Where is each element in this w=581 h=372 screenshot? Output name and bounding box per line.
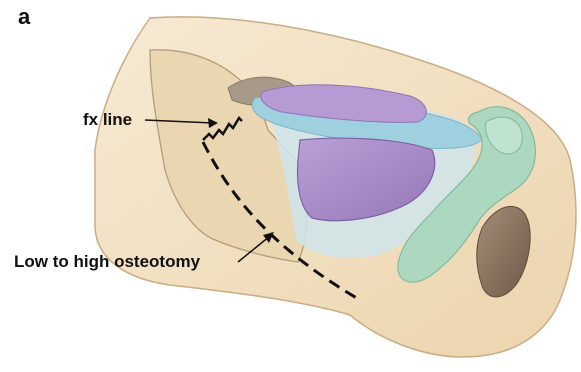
osteotomy-label: Low to high osteotomy [14,252,200,272]
panel-letter: a [18,4,30,30]
fx-line-label: fx line [83,110,132,130]
